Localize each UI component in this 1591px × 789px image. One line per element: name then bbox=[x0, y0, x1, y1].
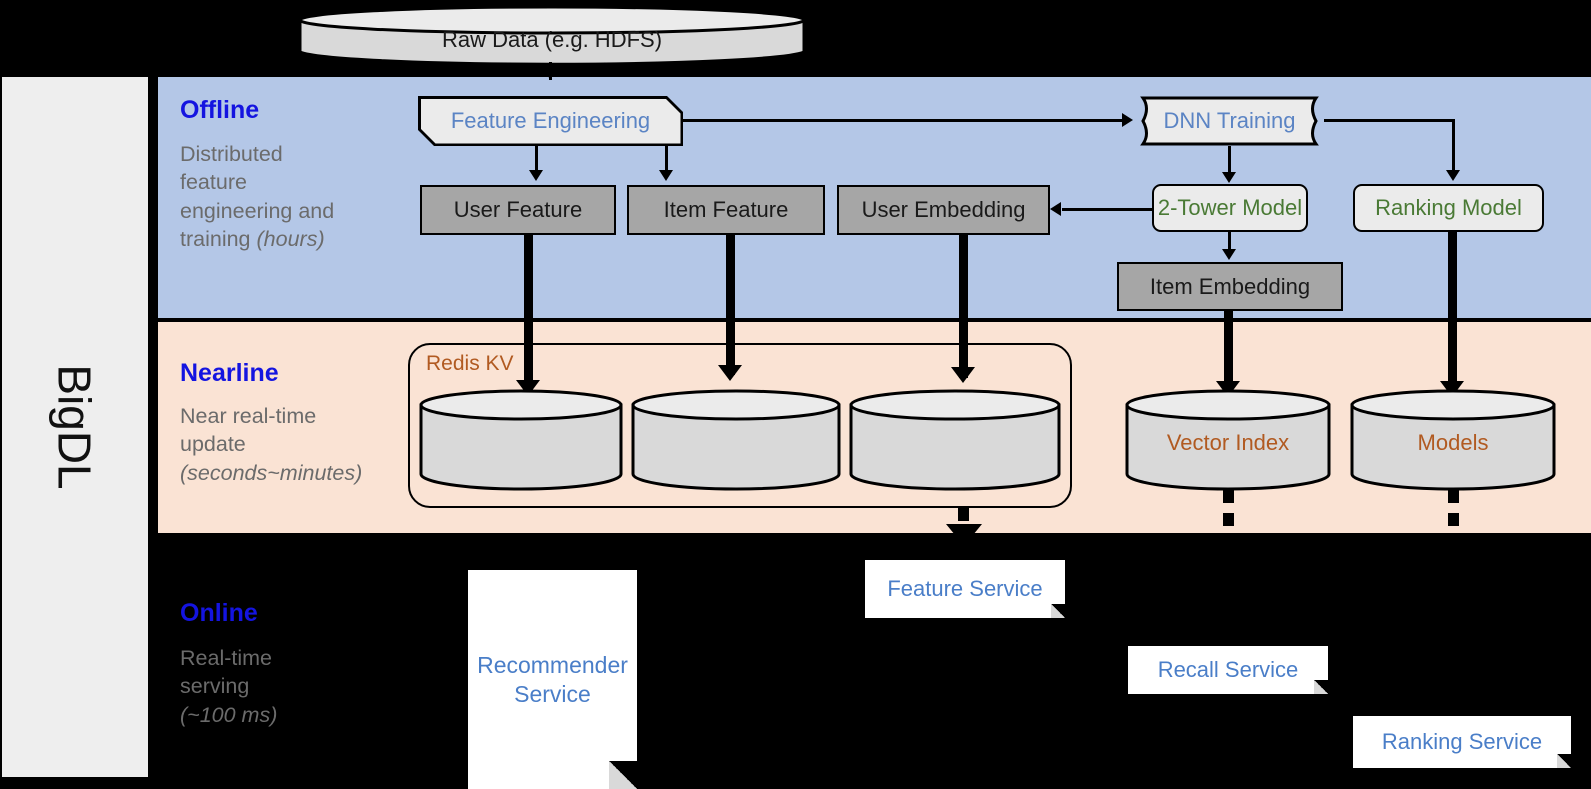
arrowhead-fe-userfeature bbox=[529, 170, 543, 181]
arrowhead-twotower-itemembedding bbox=[1222, 249, 1236, 260]
dash-featureservice-1 bbox=[958, 508, 969, 521]
page-fold-icon bbox=[609, 761, 637, 789]
ranking-service-label: Ranking Service bbox=[1381, 729, 1543, 755]
two-tower-model-label: 2-Tower Model bbox=[1157, 195, 1303, 221]
recall-service-card[interactable]: Recall Service bbox=[1128, 646, 1328, 694]
online-subtitle: Real-time serving (~100 ms) bbox=[180, 646, 278, 727]
page-fold-icon bbox=[1557, 754, 1571, 768]
user-embedding-label: User Embedding bbox=[861, 197, 1026, 223]
nearline-subtitle: Near real-time update (seconds~minutes) bbox=[180, 404, 363, 485]
two-tower-model-node[interactable]: 2-Tower Model bbox=[1152, 184, 1308, 232]
ranking-model-label: Ranking Model bbox=[1375, 195, 1522, 221]
connector-twotower-itemembedding bbox=[1228, 232, 1231, 252]
item-feature-node[interactable]: Item Feature bbox=[627, 185, 825, 235]
item-embedding-label: Item Embedding bbox=[1149, 273, 1311, 299]
pipe-itemembedding-vectorindex bbox=[1224, 311, 1233, 389]
arrowhead-rawdata-fe bbox=[538, 63, 562, 79]
arrowhead-itemfeature-store bbox=[718, 365, 742, 381]
redis-kv-label: Redis KV bbox=[426, 352, 514, 375]
page-fold-icon bbox=[1314, 680, 1328, 694]
arrowhead-featureservice bbox=[946, 524, 982, 546]
pipe-itemfeature-store bbox=[726, 235, 735, 375]
dash-recall-1 bbox=[1223, 490, 1234, 503]
models-label: Models bbox=[1417, 430, 1489, 455]
raw-data-cylinder: Raw Data (e.g. HDFS) bbox=[298, 5, 806, 67]
dash-ranking-1 bbox=[1448, 490, 1459, 503]
kv-store-cylinder-3[interactable] bbox=[848, 388, 1062, 492]
connector-fe-userfeature bbox=[535, 146, 538, 172]
arrowhead-twotower-userembedding bbox=[1050, 202, 1061, 216]
offline-title: Offline bbox=[180, 96, 260, 124]
connector-fe-dnn bbox=[683, 119, 1123, 122]
kv-store-cylinder-1[interactable] bbox=[418, 388, 624, 492]
redis-kv-container bbox=[408, 343, 1072, 508]
arrowhead-userembedding-store bbox=[951, 367, 975, 383]
dash-ranking-2 bbox=[1448, 513, 1459, 526]
arrowhead-fe-itemfeature bbox=[659, 170, 673, 181]
offline-subtitle: Distributed feature engineering and trai… bbox=[180, 142, 335, 252]
bigdl-sidebar: BigDL bbox=[2, 77, 148, 777]
ranking-model-node[interactable]: Ranking Model bbox=[1353, 184, 1544, 232]
item-embedding-node[interactable]: Item Embedding bbox=[1117, 262, 1343, 311]
dnn-training-node[interactable]: DNN Training bbox=[1133, 96, 1326, 146]
arrowhead-fe-dnn bbox=[1122, 113, 1133, 127]
vector-index-label: Vector Index bbox=[1166, 430, 1290, 455]
pipe-userfeature-store bbox=[524, 235, 533, 393]
page-fold-icon bbox=[1051, 604, 1065, 618]
recall-service-label: Recall Service bbox=[1157, 657, 1299, 683]
kv-store-cylinder-2[interactable] bbox=[630, 388, 842, 492]
recommender-service-card[interactable]: Recommender Service bbox=[468, 570, 637, 789]
recommender-service-label: Recommender Service bbox=[477, 651, 628, 707]
dash-recall-2 bbox=[1223, 513, 1234, 526]
online-title: Online bbox=[180, 599, 258, 627]
dnn-training-label: DNN Training bbox=[1163, 108, 1296, 133]
bigdl-label: BigDL bbox=[48, 364, 101, 490]
arrowhead-dnn-twotower bbox=[1222, 172, 1236, 183]
ranking-service-card[interactable]: Ranking Service bbox=[1353, 716, 1571, 768]
user-embedding-node[interactable]: User Embedding bbox=[837, 185, 1050, 235]
vector-index-cylinder[interactable]: Vector Index bbox=[1124, 388, 1332, 492]
connector-dnn-twotower bbox=[1228, 146, 1231, 174]
pipe-userembedding-store bbox=[959, 235, 968, 378]
feature-service-card[interactable]: Feature Service bbox=[865, 560, 1065, 618]
raw-data-label: Raw Data (e.g. HDFS) bbox=[441, 27, 663, 52]
arrowhead-dnn-ranking bbox=[1446, 170, 1460, 181]
feature-engineering-label: Feature Engineering bbox=[421, 99, 681, 144]
connector-twotower-userembedding bbox=[1062, 208, 1154, 211]
user-feature-node[interactable]: User Feature bbox=[420, 185, 616, 235]
nearline-title: Nearline bbox=[180, 359, 279, 387]
feature-engineering-node[interactable]: Feature Engineering bbox=[418, 96, 683, 146]
connector-fe-itemfeature bbox=[665, 146, 668, 172]
item-feature-label: Item Feature bbox=[663, 197, 789, 223]
connector-dnn-ranking-v bbox=[1452, 119, 1455, 172]
user-feature-label: User Feature bbox=[453, 197, 583, 223]
connector-dnn-ranking-h bbox=[1324, 119, 1454, 122]
models-cylinder[interactable]: Models bbox=[1349, 388, 1557, 492]
feature-service-label: Feature Service bbox=[887, 576, 1043, 602]
pipe-rankingmodel-models bbox=[1448, 232, 1457, 390]
